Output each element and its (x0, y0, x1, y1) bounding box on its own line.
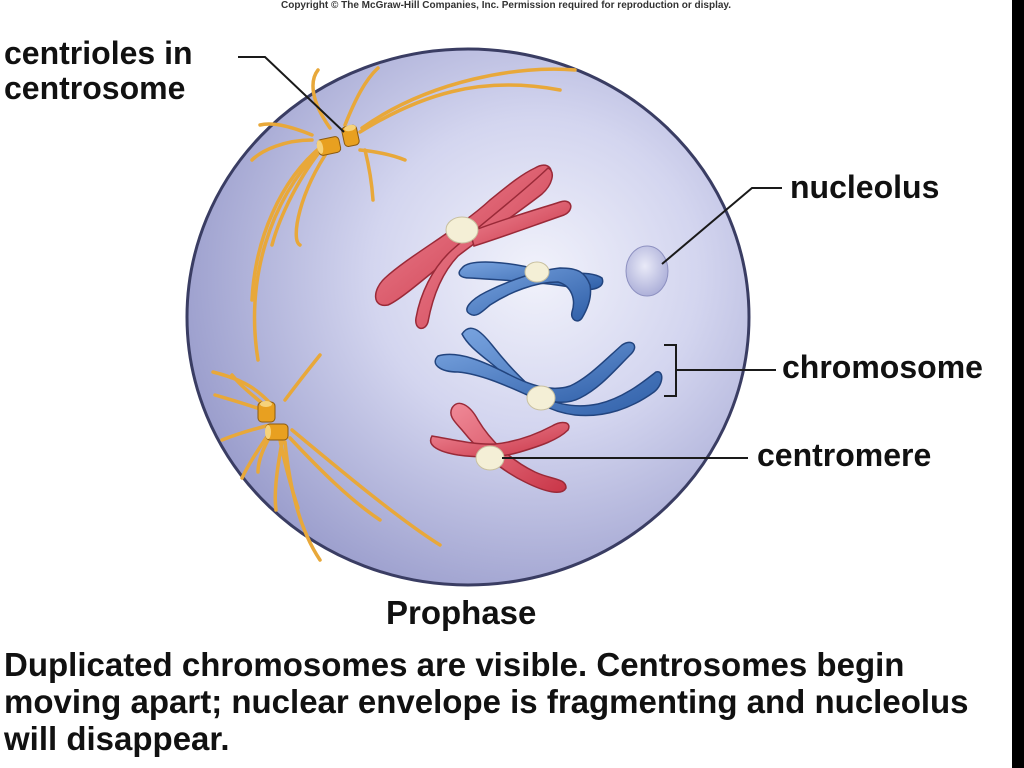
cell-body (185, 47, 751, 587)
centromere-red-lower (475, 445, 505, 471)
label-centrioles-line1: centrioles in (4, 35, 193, 71)
diagram-caption: Duplicated chromosomes are visible. Cent… (4, 646, 969, 757)
leader-lines (238, 56, 782, 459)
centriole-lower-icon (257, 401, 289, 441)
label-nucleolus: nucleolus (790, 169, 940, 205)
chromosome-red-lower (429, 402, 570, 494)
label-centromere: centromere (757, 437, 932, 473)
centromere-blue-upper (524, 261, 550, 283)
centromere-red-upper (445, 216, 479, 244)
diagram-title: Prophase (386, 594, 537, 631)
label-centrioles-line2: centrosome (4, 70, 186, 107)
nucleolus-icon (625, 245, 669, 297)
leader-nucleolus (661, 187, 782, 265)
centriole-upper-icon (316, 124, 360, 156)
copyright-notice: Copyright © The McGraw-Hill Companies, I… (280, 0, 732, 11)
chromosome-blue-lower (434, 327, 663, 417)
label-centrioles: centrioles in centrosome (4, 35, 193, 107)
centromere-blue-lower (526, 385, 556, 411)
leader-centrioles (238, 56, 345, 133)
label-chromosome: chromosome (782, 349, 983, 385)
spindle-fibers (211, 66, 577, 562)
